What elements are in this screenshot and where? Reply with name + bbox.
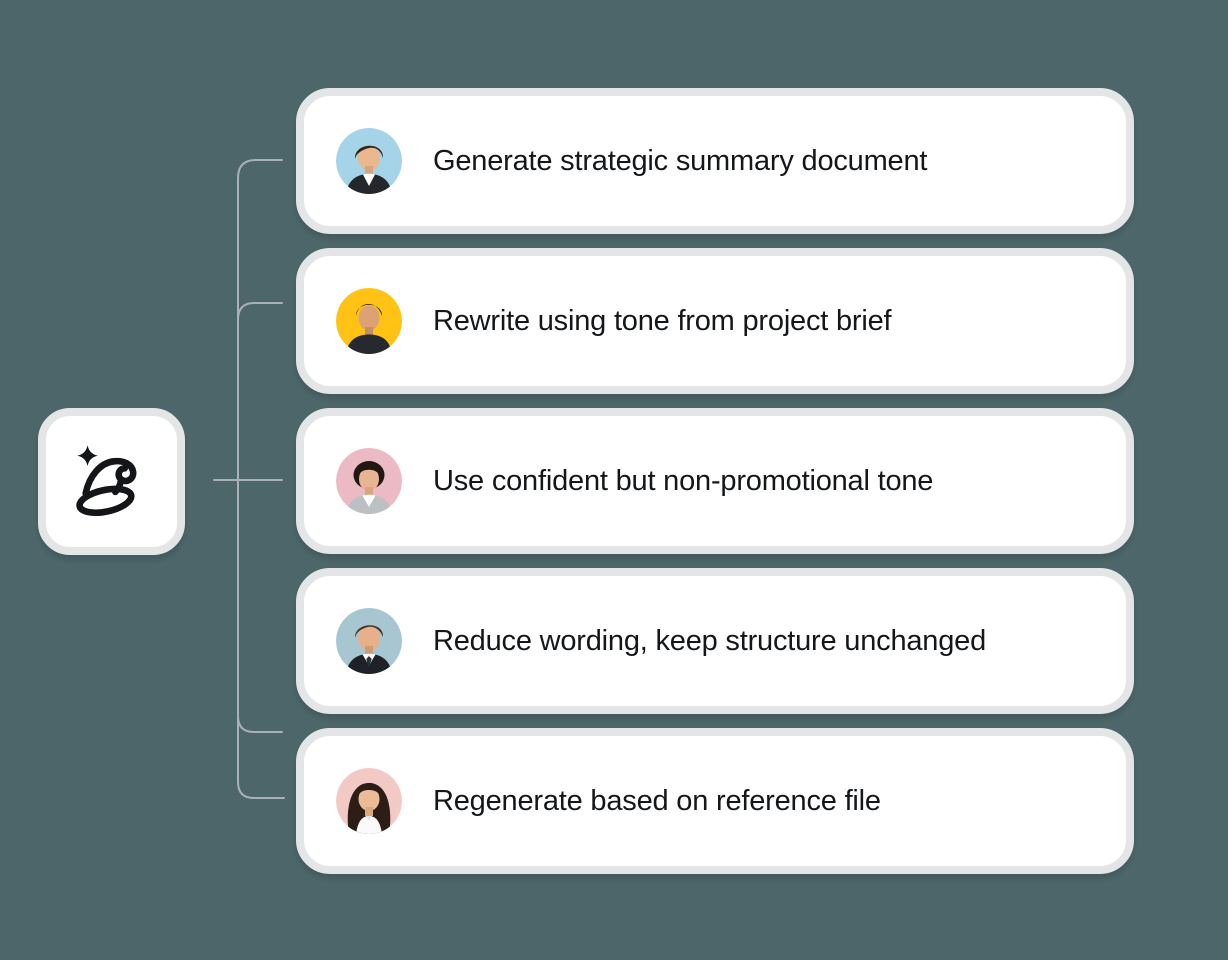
- woman-updo-photo: [336, 448, 402, 514]
- hub-card: [38, 408, 185, 555]
- prompt-label: Reduce wording, keep structure unchanged: [433, 624, 987, 657]
- man-suit-tie-photo: [336, 608, 402, 674]
- prompt-card[interactable]: Rewrite using tone from project brief: [296, 248, 1134, 394]
- prompt-card[interactable]: Generate strategic summary document: [296, 88, 1134, 234]
- woman-long-hair-photo: [336, 768, 402, 834]
- man-dark-hair-photo: [336, 288, 402, 354]
- prompt-label: Generate strategic summary document: [433, 144, 928, 177]
- prompt-label: Rewrite using tone from project brief: [433, 304, 892, 337]
- wizard-hat-icon: [75, 444, 136, 516]
- prompt-card[interactable]: Reduce wording, keep structure unchanged: [296, 568, 1134, 714]
- prompt-label: Use confident but non-promotional tone: [433, 464, 934, 497]
- sparkle-icon: [76, 444, 98, 466]
- prompt-label: Regenerate based on reference file: [433, 784, 881, 817]
- prompt-card[interactable]: Regenerate based on reference file: [296, 728, 1134, 874]
- prompt-card[interactable]: Use confident but non-promotional tone: [296, 408, 1134, 554]
- man-brown-hair-photo: [336, 128, 402, 194]
